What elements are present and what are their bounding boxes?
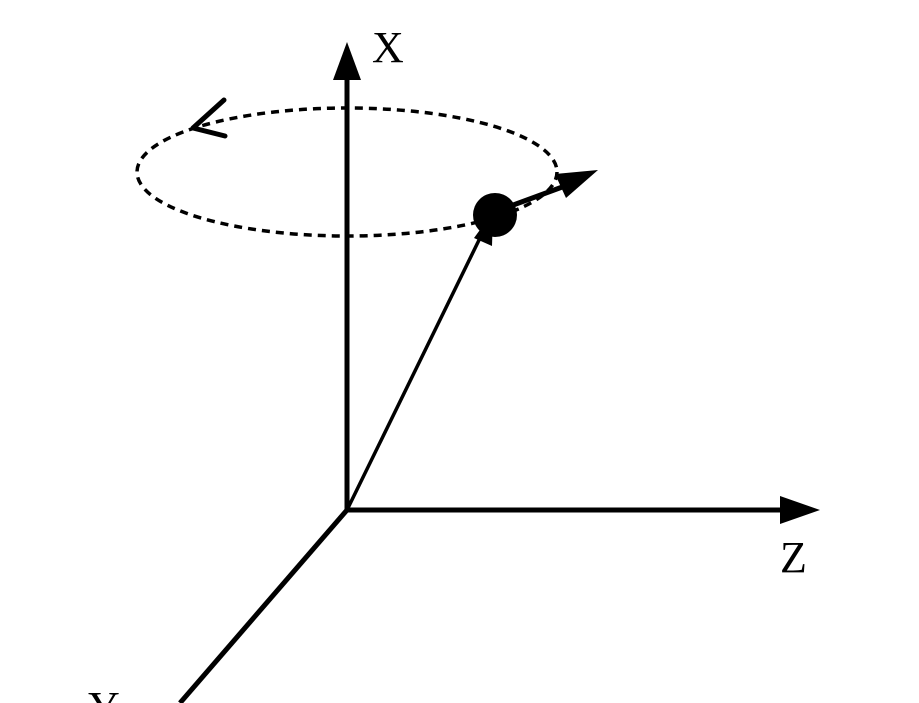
z-axis-label: Z <box>780 533 807 582</box>
velocity-vector-arrowhead <box>555 170 598 198</box>
velocity-vector-line <box>504 183 566 211</box>
particle <box>473 193 517 237</box>
x-axis-label: X <box>372 23 404 72</box>
position-vector-line <box>345 235 483 511</box>
rotation-direction-arrow <box>190 97 228 139</box>
y-axis-label: Y <box>88 683 120 703</box>
x-axis-arrowhead <box>333 42 361 80</box>
y-axis-line <box>178 508 349 703</box>
z-axis-arrowhead <box>780 496 820 524</box>
